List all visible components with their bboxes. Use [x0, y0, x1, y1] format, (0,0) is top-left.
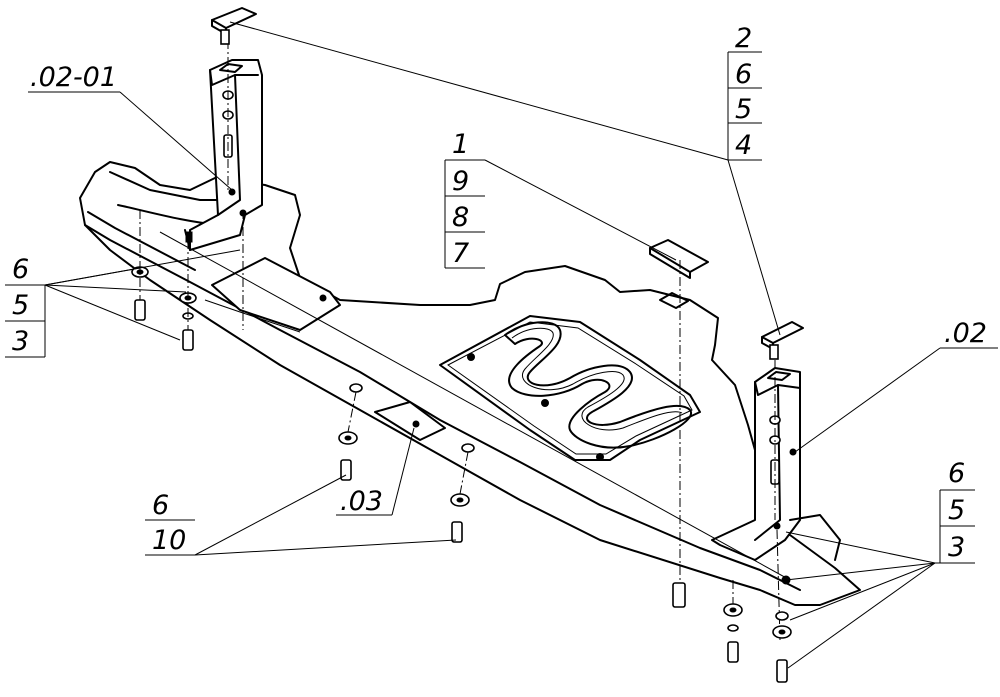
- clip-center: [649, 239, 709, 580]
- callout-2: 2: [735, 23, 752, 54]
- callout-3-lower-right: 3: [948, 532, 965, 563]
- fasteners-bottom: [338, 383, 475, 543]
- callout-5-lower-right: 5: [948, 495, 965, 526]
- callout-group-upper-right: 2 6 5 4: [727, 23, 762, 161]
- clip-top-left: [211, 7, 257, 45]
- label-02-01: .02-01: [30, 62, 117, 93]
- label-03: .03: [340, 486, 383, 517]
- callout-4: 4: [735, 130, 752, 161]
- callout-10: 10: [152, 525, 186, 556]
- fasteners-right: [672, 580, 792, 683]
- callout-5: 5: [735, 94, 752, 125]
- callout-group-bottom: 6 10: [145, 490, 195, 556]
- callout-3-left: 3: [12, 326, 29, 357]
- label-02: .02: [944, 318, 987, 349]
- callout-5-left: 5: [12, 290, 29, 321]
- skid-plate-main: [79, 161, 861, 606]
- callout-labels-parts: .02-01 .02 .03: [28, 62, 998, 517]
- callout-9: 9: [452, 166, 469, 197]
- callout-group-lower-right: 6 5 3: [935, 458, 975, 564]
- callout-6-lower-right: 6: [948, 458, 965, 489]
- callout-8: 8: [452, 202, 469, 233]
- callout-6: 6: [735, 59, 752, 90]
- bracket-left: [184, 40, 263, 330]
- clip-right: [761, 321, 804, 360]
- callout-6-left: 6: [12, 254, 29, 285]
- callout-7: 7: [452, 238, 469, 269]
- callout-group-left: 6 5 3: [5, 254, 46, 358]
- fasteners-left: [131, 210, 197, 351]
- callout-group-center: 1 9 8 7: [444, 129, 485, 269]
- callout-1: 1: [452, 129, 469, 160]
- bracket-right: [711, 360, 841, 641]
- leader-lines: [44, 21, 941, 669]
- callout-6-bottom: 6: [152, 490, 169, 521]
